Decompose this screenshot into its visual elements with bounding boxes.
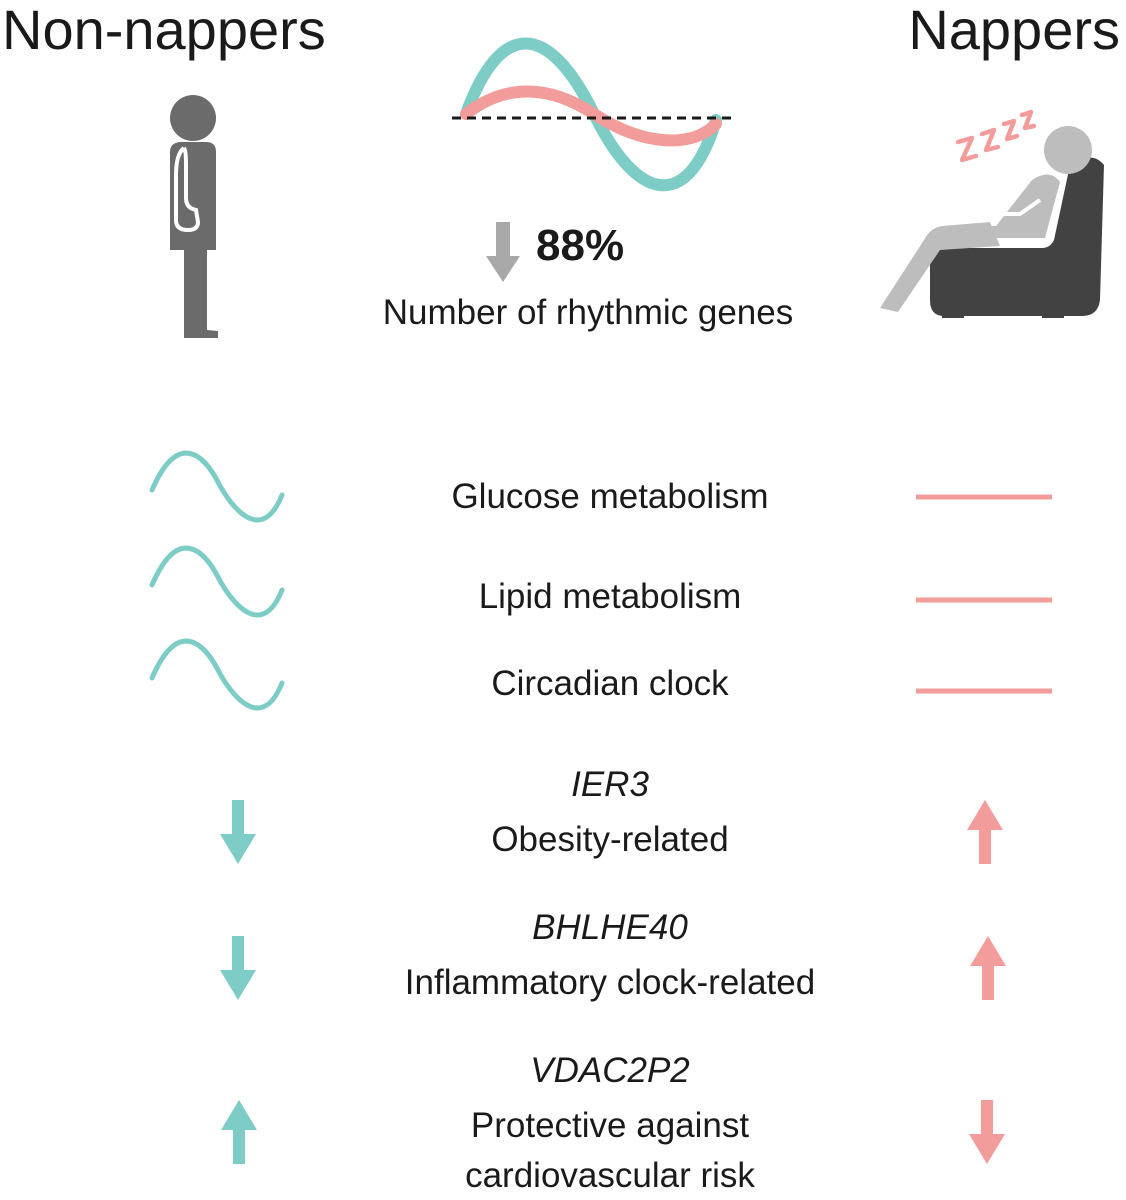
pathway-wave-lipid [149,545,285,618]
bhlhe40-non-nappers-down-arrow-icon [220,936,256,1000]
pathway-wave-circadian [149,638,285,711]
napping-person-in-armchair-icon [880,126,1104,318]
gene-name-vdac2p2: VDAC2P2 [530,1051,690,1090]
ier3-non-nappers-down-arrow-icon [220,800,256,864]
standing-person-icon [170,95,218,338]
non-nappers-heading: Non-nappers [2,0,326,61]
pathway-label-lipid: Lipid metabolism [478,577,742,616]
pathway-label-glucose: Glucose metabolism [451,477,769,516]
rhythmic-genes-label: Number of rhythmic genes [382,293,794,332]
pathway-label-circadian: Circadian clock [491,664,729,703]
vdac2p2-nappers-down-arrow-icon [969,1100,1005,1164]
pathway-wave-glucose [149,450,285,523]
gene-desc-ier3: Obesity-related [491,820,729,859]
gene-desc-vdac2p2-line2: cardiovascular risk [465,1156,755,1195]
rhythm-comparison-waves [452,37,735,192]
gene-desc-vdac2p2-line1: Protective against [470,1106,750,1145]
bhlhe40-nappers-up-arrow-icon [970,936,1006,1000]
decrease-arrow-icon [486,222,520,282]
ier3-nappers-up-arrow-icon [967,800,1003,864]
gene-name-ier3: IER3 [571,765,649,804]
gene-name-bhlhe40: BHLHE40 [532,908,688,947]
gene-desc-bhlhe40: Inflammatory clock-related [404,963,816,1002]
zzz-icon [955,109,1037,163]
vdac2p2-non-nappers-up-arrow-icon [221,1100,257,1164]
nappers-heading: Nappers [908,0,1120,61]
rhythmic-genes-percent: 88% [536,221,625,270]
